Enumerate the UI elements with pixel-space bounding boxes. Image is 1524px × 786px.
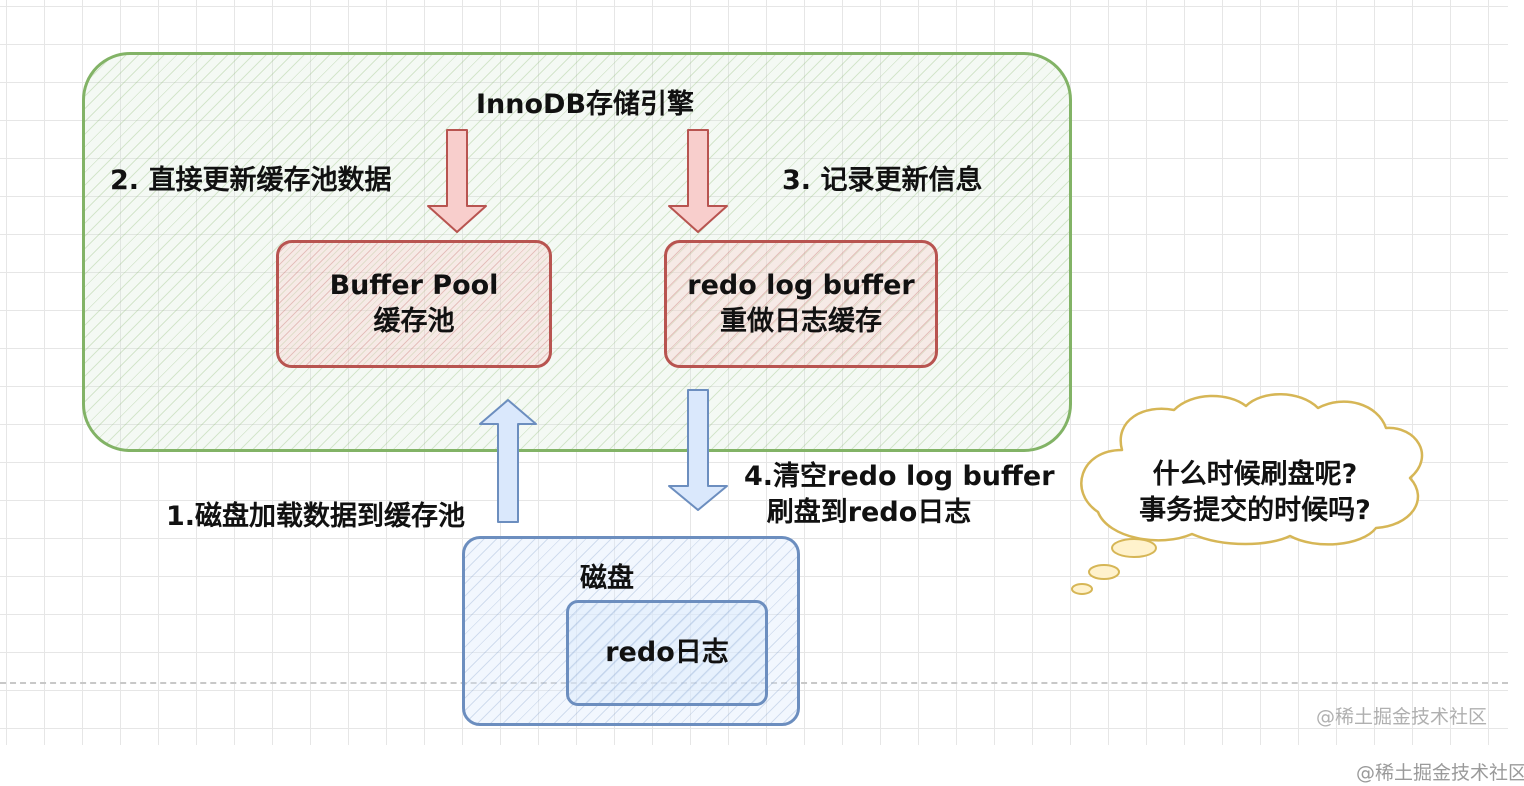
redo-log-buffer-title: redo log buffer	[687, 270, 915, 301]
redo-log-buffer-subtitle: 重做日志缓存	[720, 306, 882, 337]
bubble-dot-medium	[1088, 564, 1120, 580]
blue-down-arrow	[668, 389, 728, 511]
innodb-engine-container	[82, 52, 1072, 452]
bubble-dot-small	[1071, 583, 1093, 595]
step-3-label: 3. 记录更新信息	[782, 165, 983, 196]
redo-log-buffer-box: redo log buffer 重做日志缓存	[664, 240, 938, 368]
red-down-arrow-right	[668, 129, 728, 233]
bubble-line1: 什么时候刷盘呢?	[1152, 459, 1358, 490]
blue-up-arrow	[479, 399, 537, 523]
buffer-pool-subtitle: 缓存池	[373, 306, 455, 337]
background-grid	[0, 0, 1508, 745]
buffer-pool-title: Buffer Pool	[329, 270, 499, 301]
red-down-arrow-left	[427, 129, 487, 233]
disk-box	[462, 536, 800, 726]
disk-label: 磁盘	[580, 563, 634, 594]
inner-watermark: @稀土掘金技术社区	[1316, 706, 1488, 728]
outer-watermark: @稀土掘金技术社区	[1356, 762, 1524, 784]
step-4-label-line1: 4.清空redo log buffer	[744, 461, 1055, 492]
step-2-label: 2. 直接更新缓存池数据	[110, 165, 392, 196]
step-4-label-line2: 刷盘到redo日志	[766, 497, 972, 528]
step-1-label: 1.磁盘加载数据到缓存池	[166, 501, 466, 532]
buffer-pool-box: Buffer Pool 缓存池	[276, 240, 552, 368]
redo-log-box: redo日志	[566, 600, 768, 706]
bubble-dot-large	[1111, 538, 1157, 558]
engine-label: InnoDB存储引擎	[476, 89, 695, 120]
bubble-line2: 事务提交的时候吗?	[1139, 495, 1371, 526]
dashed-divider	[0, 682, 1508, 684]
redo-log-label: redo日志	[605, 637, 729, 668]
